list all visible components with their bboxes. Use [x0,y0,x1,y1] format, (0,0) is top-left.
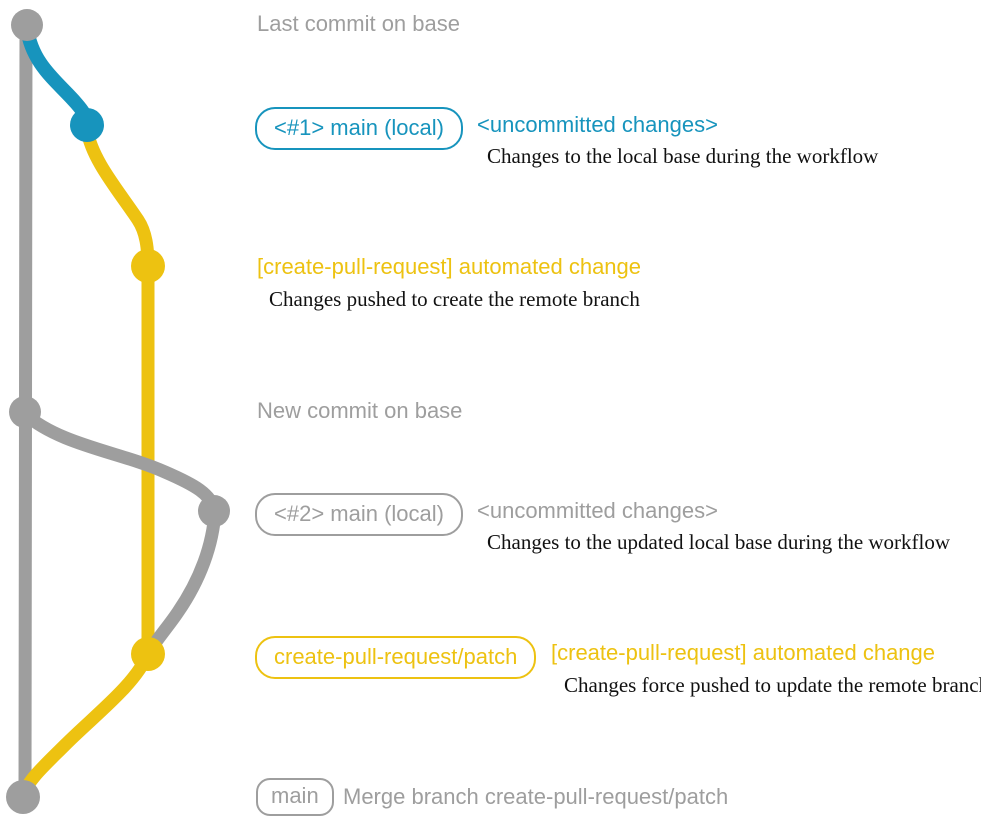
rebase-branch-curve-in [141,504,222,661]
badge-main-local-2: <#2> main (local) [255,493,463,536]
note-updated-local-base-changes: Changes to the updated local base during… [487,530,951,554]
label-last-commit-on-base: Last commit on base [257,11,460,36]
commit-node-uncommitted-changes-1 [70,108,104,142]
commit-node-uncommitted-changes-2 [198,495,230,527]
commit-node-last-commit-on-base [11,9,43,41]
note-force-pushed-update-remote-branch: Changes force pushed to update the remot… [564,673,981,697]
pull-request-branch-curve-1 [80,123,155,273]
local-changes-branch-line-1 [20,21,94,132]
note-local-base-changes: Changes to the local base during the wor… [487,144,879,168]
commit-node-merge-commit [6,780,40,814]
badge-main: main [256,778,334,816]
commit-node-automated-change-2 [131,637,165,671]
badge-main-local-1: <#1> main (local) [255,107,463,150]
label-merge-branch: Merge branch create-pull-request/patch [343,784,729,809]
badge-create-pull-request-patch: create-pull-request/patch [255,636,537,679]
label-uncommitted-changes-2: <uncommitted changes> [477,498,718,523]
rebase-branch-curve-out [18,407,222,518]
label-new-commit-on-base: New commit on base [257,398,463,423]
label-automated-change-1: [create-pull-request] automated change [257,254,642,279]
label-uncommitted-changes-1: <uncommitted changes> [477,112,718,137]
note-pushed-create-remote-branch: Changes pushed to create the remote bran… [269,287,640,311]
commit-node-automated-change-1 [131,249,165,283]
commit-node-new-commit-on-base [9,396,41,428]
merge-branch-curve [17,647,155,801]
label-automated-change-2: [create-pull-request] automated change [551,640,936,665]
